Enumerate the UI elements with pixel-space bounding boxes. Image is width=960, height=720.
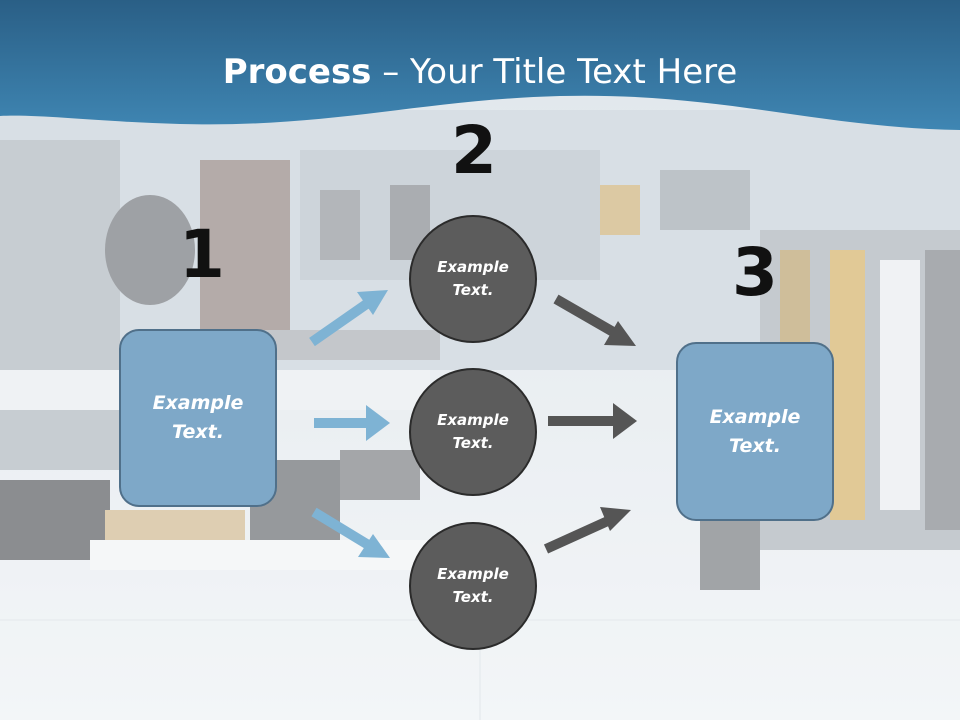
- step-2-circle-middle: Example Text.: [409, 368, 537, 496]
- arrow-2-to-3-top: [553, 294, 636, 346]
- arrow-1-to-2-middle: [314, 405, 390, 441]
- step-3-text: Example Text.: [709, 405, 801, 457]
- step-2-number: 2: [451, 112, 497, 189]
- arrow-1-to-2-bottom: [311, 507, 390, 558]
- arrow-2-to-3-bottom: [543, 507, 631, 554]
- header-banner: [0, 0, 960, 130]
- step-2-item-3-text: Example Text.: [437, 565, 509, 606]
- step-2-item-1-text: Example Text.: [437, 258, 509, 299]
- title-rest: – Your Title Text Here: [371, 52, 738, 92]
- step-1-number: 1: [179, 216, 225, 293]
- arrow-1-to-2-top: [309, 290, 388, 347]
- step-1-box: Example Text.: [119, 329, 277, 507]
- slide-title: Process – Your Title Text Here: [0, 52, 960, 92]
- step-2-item-2-text: Example Text.: [437, 411, 509, 452]
- step-2-circle-bottom: Example Text.: [409, 522, 537, 650]
- step-3-number: 3: [732, 234, 778, 311]
- title-bold: Process: [222, 52, 372, 92]
- step-1-text: Example Text.: [152, 392, 244, 443]
- step-3-box: Example Text.: [676, 342, 834, 521]
- step-2-circle-top: Example Text.: [409, 215, 537, 343]
- arrow-2-to-3-middle: [548, 403, 637, 439]
